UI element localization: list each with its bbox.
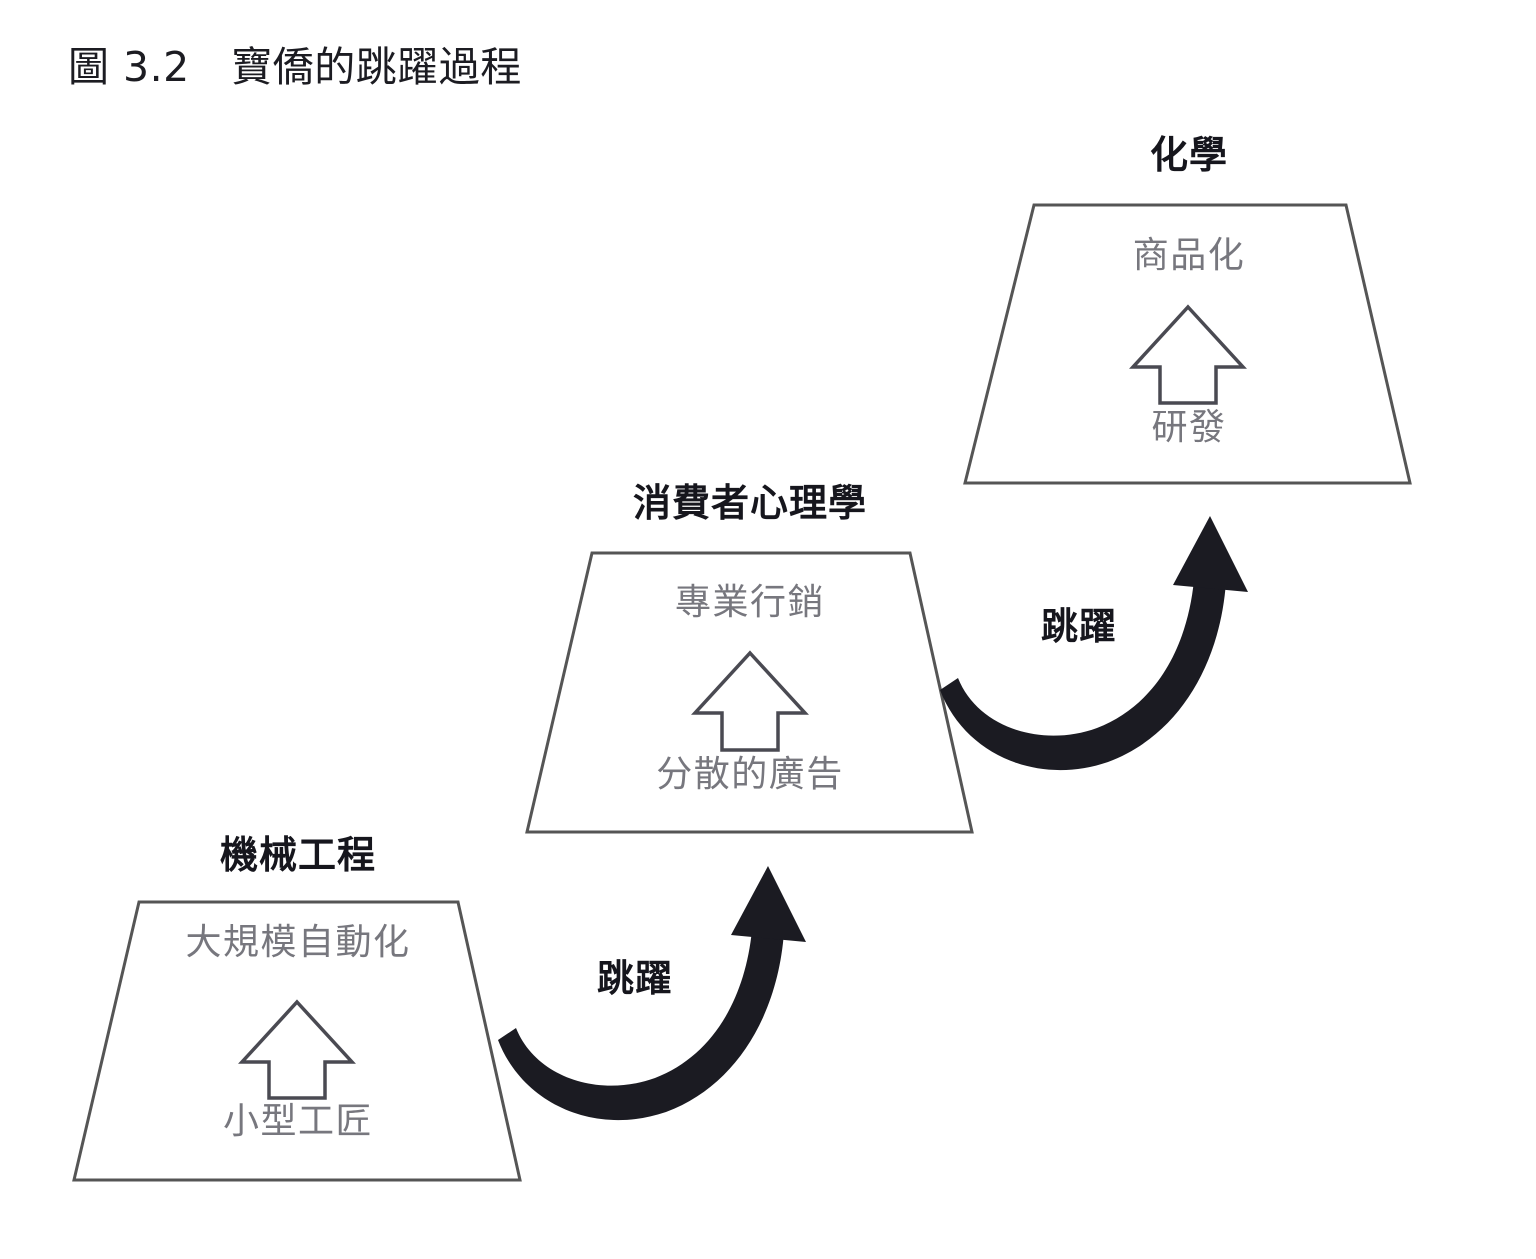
stage-label-mechanical-engineering: 機械工程 — [219, 833, 377, 877]
transition-label-jump-2: 跳躍 — [1041, 605, 1117, 648]
figure-caption: 圖 3.2 寶僑的跳躍過程 — [68, 43, 522, 91]
stage-from-state-mechanical-engineering: 小型工匠 — [222, 1101, 374, 1142]
up-arrow-icon-mechanical-engineering — [238, 999, 356, 1100]
stage-from-state-consumer-psychology: 分散的廣告 — [656, 754, 844, 795]
up-arrow-icon-consumer-psychology — [691, 650, 809, 752]
stage-from-state-chemistry: 研發 — [1151, 407, 1227, 448]
stage-to-state-mechanical-engineering: 大規模自動化 — [185, 922, 411, 963]
transition-label-jump-1: 跳躍 — [597, 957, 673, 1000]
up-arrow-icon-chemistry — [1129, 304, 1247, 405]
stage-to-state-consumer-psychology: 專業行銷 — [674, 582, 826, 623]
curved-arrow-up-right-icon-jump-2 — [940, 516, 1248, 771]
curved-arrow-up-right-icon-jump-1 — [498, 866, 806, 1121]
stage-to-state-chemistry: 商品化 — [1132, 235, 1246, 276]
stage-label-consumer-psychology: 消費者心理學 — [632, 481, 868, 525]
stage-label-chemistry: 化學 — [1149, 133, 1229, 177]
